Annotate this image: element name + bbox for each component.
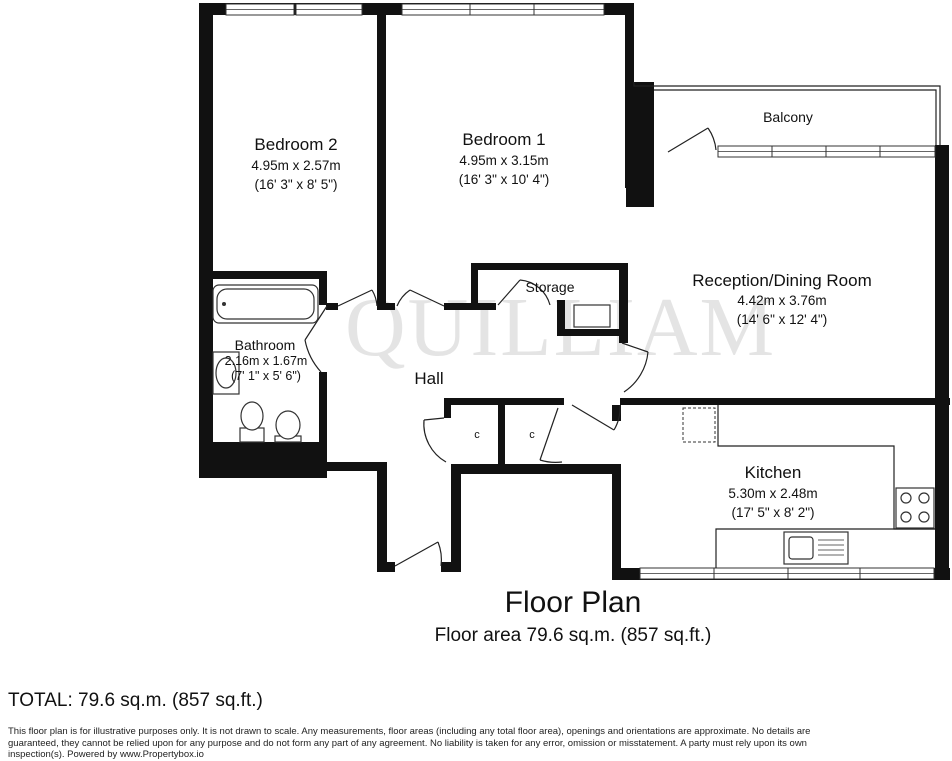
plan-title: Floor Plan: [504, 586, 642, 619]
storage-box-icon: [573, 304, 611, 328]
disclaimer-text: This floor plan is for illustrative purp…: [8, 726, 811, 760]
balcony-name: Balcony: [763, 109, 813, 125]
appliance-dashed-icon: [682, 407, 716, 443]
floor-plan-diagram: QUILLIAM: [199, 3, 950, 580]
cupboard-left-name: c: [474, 429, 480, 441]
windows: [225, 3, 936, 580]
bathroom-name: Bathroom: [235, 337, 296, 353]
hob-icon: [895, 487, 935, 529]
sink-icon: [783, 531, 849, 565]
room-labels: Bedroom 2 4.95m x 2.57m (16' 3" x 8' 5")…: [225, 109, 872, 520]
bedroom1-metric: 4.95m x 3.15m: [459, 153, 548, 168]
hall-name: Hall: [414, 369, 443, 388]
doors: [304, 127, 717, 567]
storage-name: Storage: [525, 279, 574, 295]
toilet-icon: [239, 401, 265, 443]
floor-area: Floor area 79.6 sq.m. (857 sq.ft.): [434, 625, 712, 646]
cupboard-right-name: c: [529, 429, 535, 441]
bidet-icon: [274, 410, 302, 443]
reception-metric: 4.42m x 3.76m: [737, 293, 826, 308]
bedroom2-imperial: (16' 3" x 8' 5"): [254, 177, 337, 192]
bedroom1-name: Bedroom 1: [462, 130, 545, 149]
fixtures: [212, 284, 935, 568]
balcony-outline: [633, 82, 941, 145]
kitchen-metric: 5.30m x 2.48m: [728, 486, 817, 501]
bathroom-imperial: (7' 1" x 5' 6"): [231, 369, 301, 383]
total-area: TOTAL: 79.6 sq.m. (857 sq.ft.): [8, 690, 263, 711]
kitchen-name: Kitchen: [745, 463, 802, 482]
bathroom-metric: 2.16m x 1.67m: [225, 354, 308, 368]
bedroom2-name: Bedroom 2: [254, 135, 337, 154]
reception-imperial: (14' 6" x 12' 4"): [737, 312, 828, 327]
bedroom2-metric: 4.95m x 2.57m: [251, 158, 340, 173]
kitchen-imperial: (17' 5" x 8' 2"): [731, 505, 814, 520]
bedroom1-imperial: (16' 3" x 10' 4"): [459, 172, 550, 187]
reception-name: Reception/Dining Room: [692, 271, 872, 290]
